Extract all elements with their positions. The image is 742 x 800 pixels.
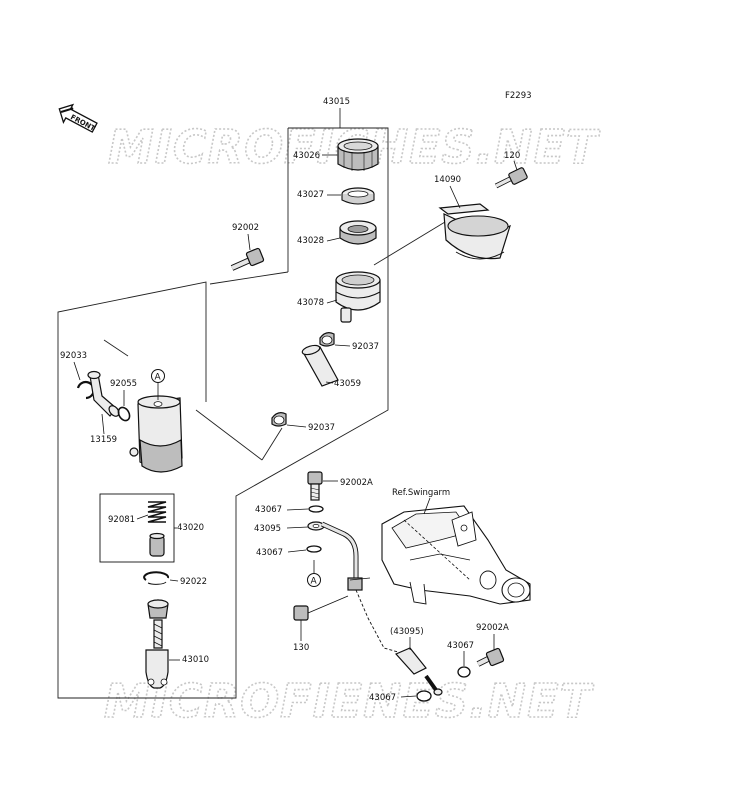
label-43028: 43028: [297, 236, 324, 246]
label-43027: 43027: [297, 190, 324, 200]
front-arrow-icon: FRONT: [58, 103, 98, 133]
washer-43067-b-part: [306, 545, 322, 553]
hose-fitting-part: [87, 370, 120, 417]
callout-a-upper: A: [151, 369, 165, 400]
label-43067-c: 43067: [447, 641, 474, 651]
washer-43067-d-part: [416, 690, 432, 702]
label-92002A-upper: 92002A: [340, 478, 373, 488]
reservoir-bracket-part: [438, 203, 511, 260]
banjo-bolt-92002A-lower-part: [476, 647, 505, 667]
diaphragm-part: [339, 220, 377, 245]
label-14090: 14090: [434, 175, 461, 185]
label-92033: 92033: [60, 351, 87, 361]
label-130: 130: [293, 643, 309, 653]
label-43015: 43015: [323, 97, 350, 107]
label-43067-a: 43067: [255, 505, 282, 515]
label-92037-upper: 92037: [352, 342, 379, 352]
spring-part: [147, 501, 167, 523]
circlip-92022-part: [143, 571, 170, 585]
svg-text:A: A: [311, 577, 318, 587]
label-43095-ref: (43095): [390, 627, 424, 637]
banjo-bolt-92002A-upper-part: [307, 471, 323, 501]
swingarm-reference: [349, 505, 531, 605]
label-120: 120: [504, 151, 520, 161]
bolt-92002-part: [230, 247, 265, 271]
label-92002: 92002: [232, 223, 259, 233]
figure-code: F2293: [505, 91, 532, 101]
hose-clamp-part-lower: [271, 412, 287, 427]
bolt-130-part: [293, 595, 349, 621]
label-92055: 92055: [110, 379, 137, 389]
label-92037-lower: 92037: [308, 423, 335, 433]
piston-cup-part: [149, 532, 165, 557]
label-43020: 43020: [177, 523, 204, 533]
push-rod-part: [145, 599, 169, 689]
label-43010: 43010: [182, 655, 209, 665]
assembly-frame: [57, 127, 446, 699]
reservoir-cap-part: [337, 138, 379, 171]
label-43059: 43059: [334, 379, 361, 389]
ref-swingarm-label: Ref.Swingarm: [392, 488, 450, 498]
reservoir-part: [335, 271, 381, 323]
o-ring-92055-part: [117, 406, 131, 422]
bolt-120-part: [494, 167, 528, 189]
label-43026: 43026: [293, 151, 320, 161]
label-43078: 43078: [297, 298, 324, 308]
watermark-bottom: MICROFIENES.NET: [104, 674, 595, 728]
reservoir-hose-part: [301, 344, 339, 387]
label-43067-d: 43067: [369, 693, 396, 703]
master-cylinder-part: [129, 395, 183, 473]
washer-43067-a-part: [308, 505, 324, 513]
label-13159: 13159: [90, 435, 117, 445]
svg-text:A: A: [155, 373, 162, 383]
hose-clamp-part-upper: [319, 332, 335, 347]
label-92081: 92081: [108, 515, 135, 525]
brake-hose-part: [307, 521, 443, 696]
washer-43067-c-part: [457, 666, 471, 678]
label-43067-b: 43067: [256, 548, 283, 558]
label-43095: 43095: [254, 524, 281, 534]
label-92022: 92022: [180, 577, 207, 587]
diaphragm-plate-part: [341, 187, 375, 205]
label-92002A-lower: 92002A: [476, 623, 509, 633]
callout-a-lower: A: [307, 560, 321, 587]
